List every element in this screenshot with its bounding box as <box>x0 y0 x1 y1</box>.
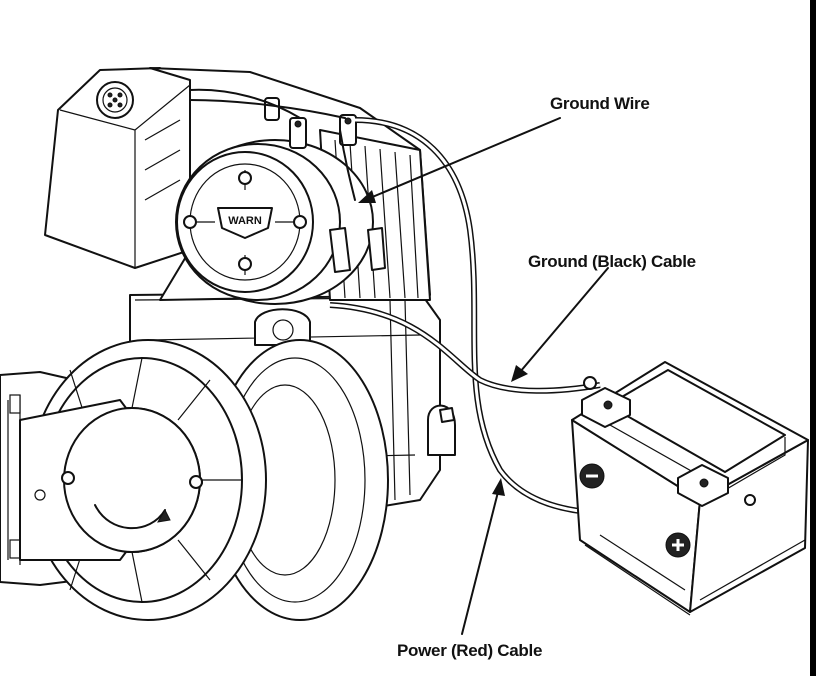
winch-illustration: WARN <box>0 67 456 621</box>
ground-cable-leader <box>519 267 609 373</box>
label-power-red-cable: Power (Red) Cable <box>397 641 542 660</box>
label-ground-wire: Ground Wire <box>550 94 650 113</box>
power-cable-leader <box>461 491 499 635</box>
battery-illustration <box>571 361 809 616</box>
connector-plug-icon <box>96 81 134 119</box>
label-ground-black-cable: Ground (Black) Cable <box>528 252 696 271</box>
motor-end-cap: WARN <box>175 139 374 305</box>
warn-logo-icon: WARN <box>217 207 273 239</box>
page-border-right <box>810 0 816 676</box>
logo-text: WARN <box>228 215 262 227</box>
positive-terminal-icon <box>677 464 756 507</box>
negative-terminal-symbol <box>579 463 605 489</box>
ground-cable-arrowhead <box>511 365 528 382</box>
negative-terminal-icon <box>581 376 631 428</box>
ground-wire-arrowhead <box>358 190 376 203</box>
leader-lines <box>358 117 609 635</box>
ground-wire-leader <box>369 117 561 199</box>
positive-terminal-symbol <box>665 532 691 558</box>
power-cable-arrowhead <box>492 478 505 496</box>
